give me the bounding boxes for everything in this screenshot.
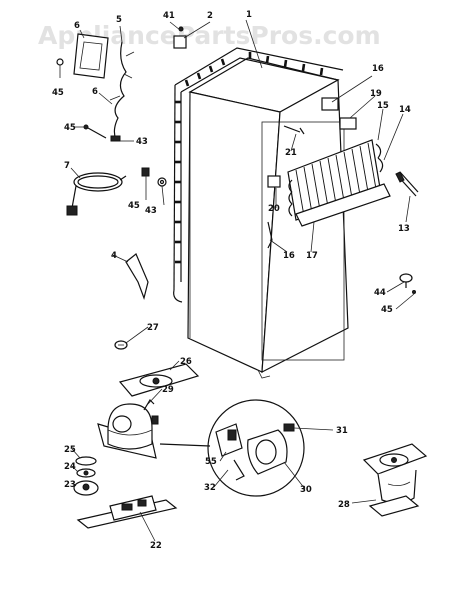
callout-21: 21 — [285, 148, 297, 158]
callout-25: 25 — [64, 445, 76, 455]
callout-28: 28 — [338, 500, 350, 510]
callout-24: 24 — [64, 462, 76, 472]
compressor-mount-stack — [73, 456, 99, 496]
callout-6: 6 — [92, 87, 98, 97]
callout-32: 32 — [204, 483, 216, 493]
callout-43b: 43 — [145, 206, 157, 216]
callout-23: 23 — [64, 480, 76, 490]
start-relay-detail — [159, 399, 305, 497]
drain-pan — [118, 363, 200, 397]
callout-41: 41 — [163, 11, 175, 21]
callout-1: 1 — [246, 10, 252, 20]
callout-55: 55 — [205, 457, 217, 467]
callout-20: 20 — [268, 204, 280, 214]
callout-13: 13 — [398, 224, 410, 234]
callout-43a: 43 — [136, 137, 148, 147]
callout-8: 6 — [74, 21, 80, 31]
callout-16: 16 — [283, 251, 295, 261]
drain-fitting — [399, 273, 416, 294]
callout-44: 44 — [374, 288, 386, 298]
callout-labels: 1 2 4 5 6 6 7 13 14 15 16 16 17 18 19 20… — [52, 10, 411, 551]
callout-7: 7 — [64, 161, 70, 171]
callout-45c: 45 — [128, 201, 140, 211]
callout-45d: 45 — [381, 305, 393, 315]
compressor-base-plate — [76, 495, 178, 529]
callout-15: 15 — [377, 101, 389, 111]
grommet — [114, 340, 128, 350]
callout-45b: 45 — [64, 123, 76, 133]
callout-14: 14 — [399, 105, 411, 115]
door-gasket — [173, 47, 344, 303]
defrost-heater-frame — [73, 33, 109, 79]
callout-26: 26 — [180, 357, 192, 367]
callout-30: 30 — [300, 485, 312, 495]
evaporator-coil — [287, 139, 384, 221]
callout-18: 16 — [372, 64, 384, 74]
refrigerator-cabinet — [187, 57, 349, 379]
callout-27: 27 — [147, 323, 159, 333]
callout-29: 29 — [162, 385, 174, 395]
compressor — [97, 399, 159, 459]
defrost-thermostat — [395, 171, 419, 197]
callout-5: 5 — [116, 15, 122, 25]
callout-19: 19 — [370, 89, 382, 99]
callout-45a: 45 — [52, 88, 64, 98]
callout-31: 31 — [336, 426, 348, 436]
evaporator-cover — [295, 183, 391, 227]
callout-17: 17 — [306, 251, 318, 261]
callout-4: 4 — [111, 251, 117, 261]
callout-2: 2 — [207, 11, 213, 21]
callout-22: 22 — [150, 541, 162, 551]
defrost-timer-cord — [66, 172, 127, 216]
cabinet-bracket — [125, 253, 149, 301]
leader-lines — [70, 19, 415, 542]
condenser-fan-assembly — [362, 443, 428, 517]
wire-harness — [56, 41, 135, 142]
